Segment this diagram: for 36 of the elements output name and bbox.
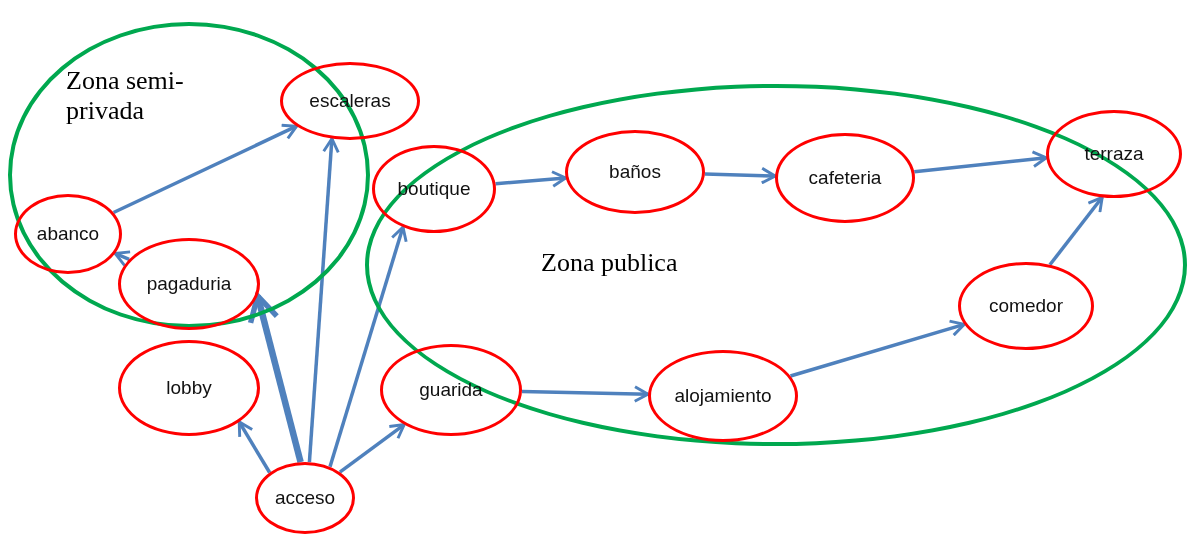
arrow: [328, 225, 408, 468]
arrow: [113, 250, 132, 267]
node-label: baños: [609, 161, 661, 183]
node-label: alojamiento: [674, 385, 772, 407]
arrow: [112, 123, 299, 215]
arrow: [1048, 195, 1104, 266]
arrow: [237, 420, 272, 474]
node-label: acceso: [274, 487, 336, 509]
arrow: [307, 137, 340, 463]
ellipse-node: [648, 350, 798, 442]
ellipse-node: [255, 462, 355, 534]
zone-label: Zona semi-privada: [66, 66, 185, 126]
node-label: cafeteria: [808, 167, 882, 189]
arrow: [704, 166, 777, 185]
arrow: [338, 423, 406, 474]
ellipse-node: [372, 145, 496, 233]
ellipse-node: [1046, 110, 1182, 198]
node-label: abanco: [36, 223, 100, 245]
ellipse-node: [118, 340, 260, 436]
node-label: pagaduria: [146, 273, 232, 295]
ellipse-node: [280, 62, 420, 140]
node-label: guarida: [419, 379, 483, 401]
arrow: [495, 170, 568, 188]
arrow: [914, 150, 1048, 174]
node-label: lobby: [166, 377, 212, 399]
node-label: comedor: [989, 295, 1063, 317]
ellipse-node: [14, 194, 122, 274]
ellipse-node: [958, 262, 1094, 350]
ellipse-node: [118, 238, 260, 330]
arrow: [247, 293, 304, 463]
ellipse-node: [380, 344, 522, 436]
arrow: [521, 385, 650, 403]
zone-label: Zona publica: [541, 248, 679, 278]
ellipse-node: [565, 130, 705, 214]
ellipse-node: [775, 133, 915, 223]
arrow: [790, 319, 966, 378]
